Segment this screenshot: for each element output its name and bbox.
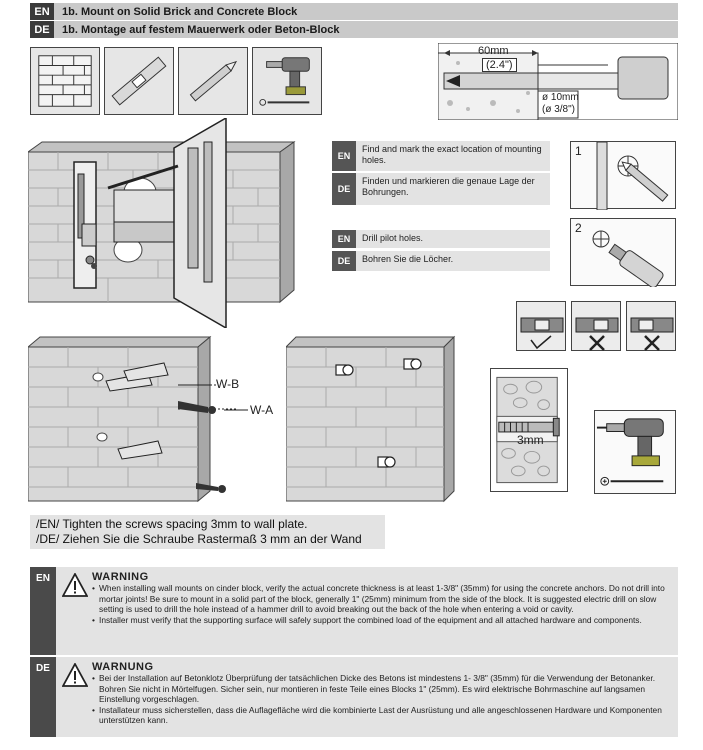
warning-en-item: When installing wall mounts on cinder bl… [92,583,672,615]
spirit-level-icon [104,47,174,115]
drill-screwdriver-icon [594,410,676,494]
wall-bracket-illustration [28,118,326,328]
drill-diameter-mm: ø 10mm [542,92,579,103]
header-de: DE 1b. Montage auf festem Mauerwerk oder… [30,21,678,38]
label-spacing: 3mm [517,433,544,447]
lang-tag-en: EN [30,3,54,20]
drill-and-screwdriver-icon [252,47,322,115]
pencil-icon [178,47,248,115]
lang-tag-en: EN [332,230,356,248]
anchor-cross-section: 3mm [490,368,568,492]
note-drill-de-text: Bohren Sie die Löcher. [362,254,454,264]
brick-wall-icon [30,47,100,115]
section-title-de: 1b. Montage auf festem Mauerwerk oder Be… [62,23,340,36]
note-mark-en-text: Find and mark the exact location of moun… [362,144,542,165]
lang-tag-de: DE [332,173,356,205]
note-drill-de: DE Bohren Sie die Löcher. [332,251,550,271]
warning-de-item: Installateur muss sicherstellen, dass di… [92,705,672,726]
anchor-insertion-illustration: W-B W-A [28,333,278,505]
warning-en-title: WARNING [92,571,149,583]
drill-depth-mm: 60mm [478,45,509,57]
section-title-en: 1b. Mount on Solid Brick and Concrete Bl… [62,5,298,18]
step-2-drill-holes: 2 [570,218,676,287]
wall-with-screws-illustration [286,333,456,505]
step-2-number: 2 [575,221,582,235]
level-check-wrong-right [626,301,676,351]
warning-de: DE WARNUNG Bei der Installation auf Beto… [30,657,678,737]
warning-en-item: Installer must verify that the supportin… [92,615,672,626]
level-check-correct [516,301,566,351]
step-1-mark-holes: 1 [570,141,676,210]
lang-tag-en: EN [30,567,56,655]
drill-depth-diagram: 60mm (2.4") ø 10mm (ø 3/8") [438,43,678,120]
warning-triangle-icon [56,567,90,655]
note-drill-en-text: Drill pilot holes. [362,233,424,243]
lang-tag-de: DE [30,657,56,737]
note-drill-en: EN Drill pilot holes. [332,230,550,248]
label-w-b: W-B [216,377,240,391]
drill-depth-in: (2.4") [482,58,517,72]
warning-de-list: Bei der Installation auf Betonklotz Über… [92,673,672,726]
level-check-wrong-left [571,301,621,351]
warning-de-item: Bei der Installation auf Betonklotz Über… [92,673,672,705]
warning-triangle-icon [56,657,90,737]
warning-en: EN WARNING When installing wall mounts o… [30,567,678,655]
lang-tag-en: EN [332,141,356,171]
label-w-a: W-A [250,403,274,417]
note-mark-en: EN Find and mark the exact location of m… [332,141,550,171]
tighten-caption: /EN/ Tighten the screws spacing 3mm to w… [30,515,385,549]
tighten-caption-en: /EN/ Tighten the screws spacing 3mm to w… [36,517,308,531]
tighten-caption-de: /DE/ Ziehen Sie die Schraube Rastermaß 3… [36,532,362,546]
note-mark-de-text: Finden und markieren die genaue Lage der… [362,176,535,197]
header-en: EN 1b. Mount on Solid Brick and Concrete… [30,3,678,20]
note-mark-de: DE Finden und markieren die genaue Lage … [332,173,550,205]
drill-diameter-in: (ø 3/8") [542,104,575,115]
warning-de-title: WARNUNG [92,661,154,673]
warning-en-list: When installing wall mounts on cinder bl… [92,583,672,625]
lang-tag-de: DE [30,21,54,38]
step-1-number: 1 [575,144,582,158]
lang-tag-de: DE [332,251,356,271]
